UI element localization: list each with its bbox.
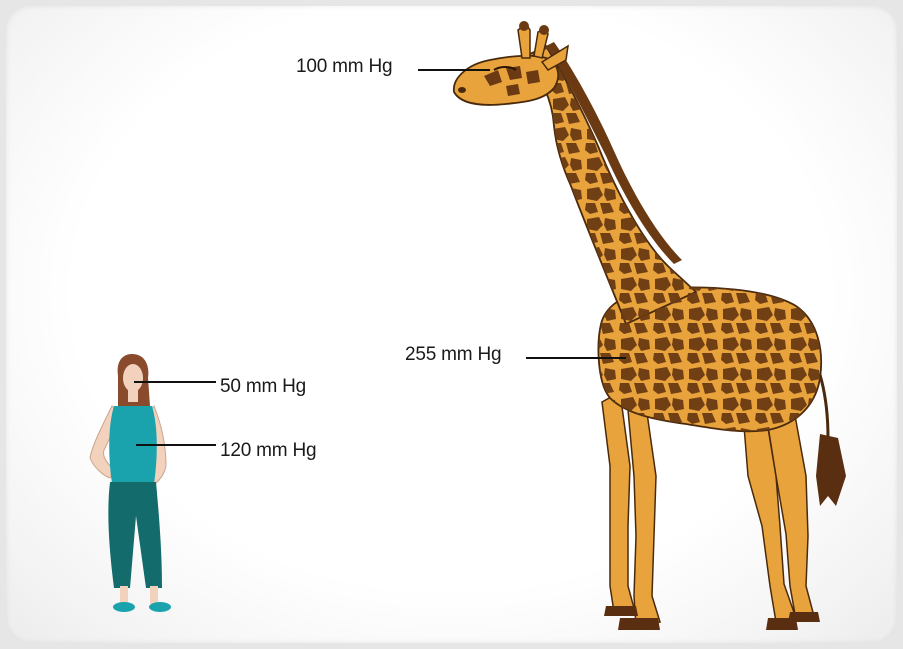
label-woman-head-pressure: 50 mm Hg bbox=[220, 376, 306, 398]
leader-woman-head bbox=[134, 381, 216, 383]
woman-face bbox=[123, 364, 143, 392]
leader-giraffe-heart bbox=[526, 357, 626, 359]
giraffe bbox=[454, 21, 846, 630]
illustration bbox=[6, 6, 897, 643]
label-giraffe-head-pressure: 100 mm Hg bbox=[296, 56, 392, 78]
giraffe-hoof bbox=[618, 618, 660, 630]
woman-pants bbox=[108, 482, 162, 588]
giraffe-hoof bbox=[604, 606, 638, 616]
giraffe-tail-tuft bbox=[816, 434, 846, 506]
leader-woman-heart bbox=[136, 444, 216, 446]
leader-giraffe-head bbox=[418, 69, 490, 71]
woman-shoe bbox=[149, 602, 171, 612]
label-woman-heart-pressure: 120 mm Hg bbox=[220, 440, 316, 462]
woman-shoe bbox=[113, 602, 135, 612]
label-giraffe-heart-pressure: 255 mm Hg bbox=[405, 344, 501, 366]
giraffe-hoof bbox=[788, 612, 820, 622]
woman bbox=[90, 354, 171, 612]
figure-frame: 100 mm Hg 255 mm Hg 50 mm Hg 120 mm Hg bbox=[6, 6, 897, 643]
giraffe-front-leg-front bbox=[628, 406, 660, 626]
